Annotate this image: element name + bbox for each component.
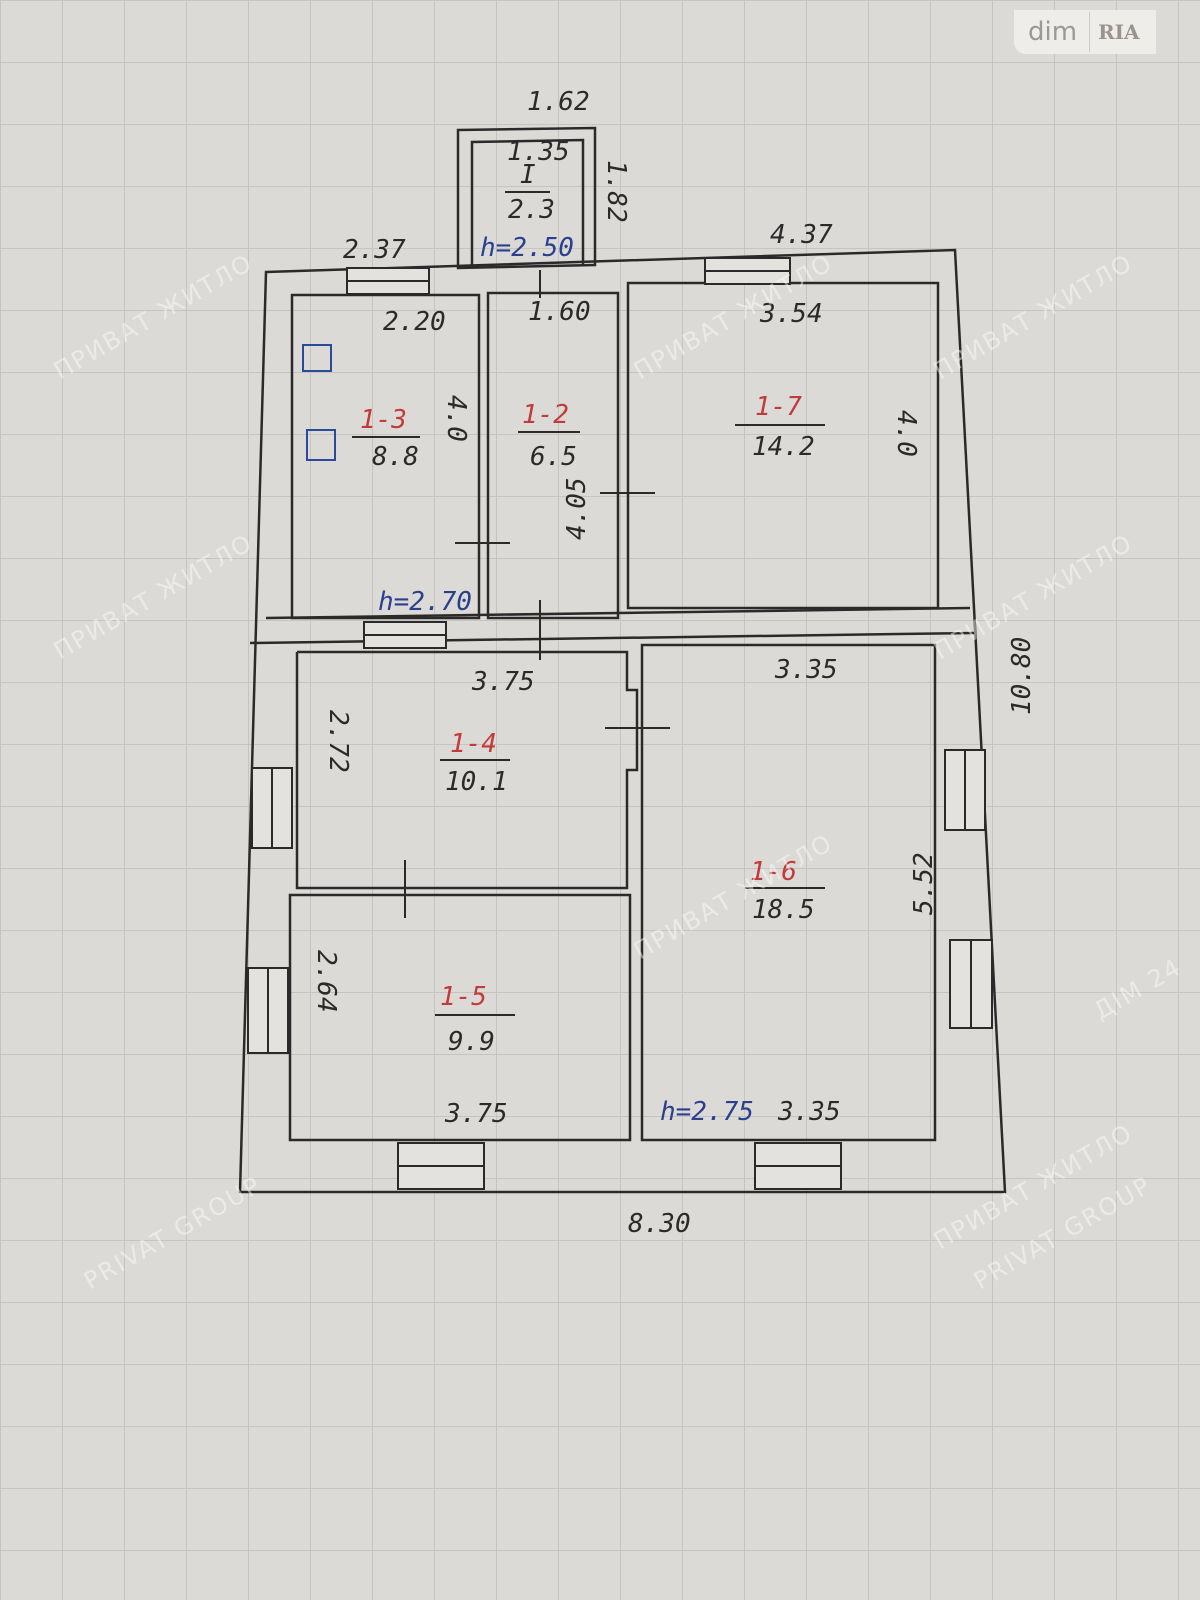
walls	[238, 126, 1007, 1194]
room-1-4-area: 10.1	[445, 767, 508, 797]
room-1-3-id: 1-3	[360, 405, 407, 435]
room-1-3-height: h=2.70	[378, 587, 472, 617]
room-1-2-length: 4.05	[562, 477, 592, 540]
outer-top-left: 2.37	[343, 235, 406, 265]
room-1-6-walls	[640, 643, 937, 1142]
boiler-icon	[302, 344, 332, 372]
logo-dim: dim	[1014, 12, 1091, 52]
outer-top-right: 4.37	[770, 220, 833, 250]
room-1-6-width-bottom: 3.35	[777, 1097, 841, 1127]
room-1-7-area: 14.2	[752, 432, 815, 462]
porch-depth: 1.82	[601, 160, 631, 223]
appliance-icons	[302, 344, 336, 461]
room-1-4-id: 1-4	[450, 729, 497, 759]
windows	[247, 257, 993, 1190]
room-1-6-area: 18.5	[752, 895, 815, 925]
room-1-2-walls	[486, 291, 620, 620]
room-1-3-length: 4.0	[441, 395, 471, 442]
porch-width-outer: 1.62	[527, 87, 590, 117]
room-1-5-walls	[288, 893, 632, 1142]
room-1-5-id: 1-5	[440, 982, 487, 1012]
room-1-7-length: 4.0	[891, 410, 921, 457]
room-1-2-id: 1-2	[522, 400, 569, 430]
room-1-7-id: 1-7	[755, 392, 802, 422]
dimria-logo[interactable]: dim RIA	[1014, 10, 1156, 54]
room-1-6-height: h=2.75	[660, 1097, 754, 1127]
room-1-5-area: 9.9	[448, 1027, 495, 1057]
porch-area: 2.3	[508, 195, 555, 225]
room-1-6-width: 3.35	[774, 655, 838, 685]
room-1-3-width: 2.20	[383, 307, 446, 337]
porch-id: I	[520, 160, 536, 190]
room-1-4-length: 2.72	[323, 710, 353, 773]
room-1-5-width: 3.75	[444, 1099, 508, 1129]
room-1-2-area: 6.5	[530, 442, 577, 472]
logo-ria: RIA	[1098, 20, 1140, 44]
doors	[404, 270, 670, 918]
room-1-4-walls	[295, 650, 639, 890]
room-1-3-area: 8.8	[372, 442, 419, 472]
porch-width-inner: 1.35	[507, 137, 570, 167]
room-1-7-width: 3.54	[759, 299, 823, 329]
room-1-2-width: 1.60	[528, 297, 591, 327]
room-1-6-id: 1-6	[750, 857, 797, 887]
outer-width: 8.30	[628, 1209, 691, 1239]
room-1-5-length: 2.64	[311, 950, 341, 1013]
outer-length: 10.80	[1007, 637, 1037, 715]
porch-inner	[470, 138, 585, 268]
room-1-6-length: 5.52	[909, 852, 939, 915]
room-1-4-width: 3.75	[471, 667, 535, 697]
porch-outer	[456, 126, 597, 270]
stove-icon	[306, 429, 336, 461]
porch-height: h=2.50	[480, 233, 574, 263]
